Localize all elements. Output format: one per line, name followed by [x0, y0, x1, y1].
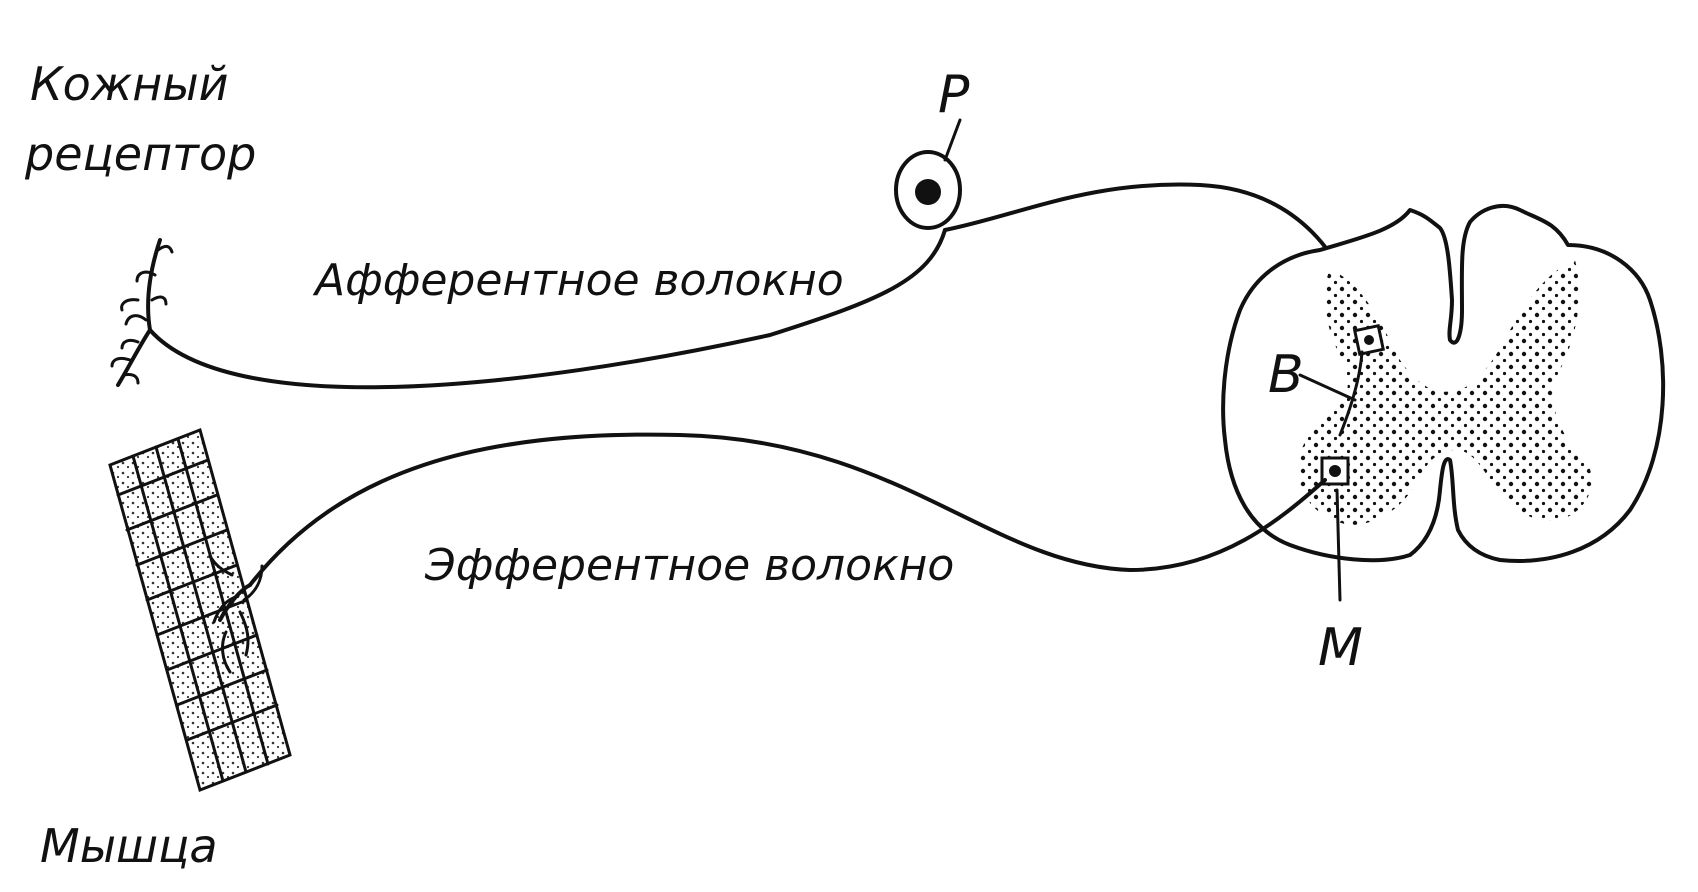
afferent-fiber-label: Афферентное волокно — [312, 255, 844, 306]
skin-receptor-label-line2: рецептор — [24, 127, 256, 181]
interneuron-letter: В — [1268, 345, 1304, 405]
sensory-neuron-letter: Р — [938, 65, 970, 125]
motor-neuron-letter: М — [1318, 618, 1363, 678]
skin-receptor — [112, 240, 172, 385]
muscle-label: Мышца — [40, 819, 218, 873]
efferent-fiber-label: Эфферентное волокно — [424, 540, 954, 591]
muscle — [110, 430, 290, 790]
afferent-fiber-line — [150, 230, 945, 387]
skin-receptor-label-line1: Кожный — [30, 57, 229, 111]
sensory-neuron-body — [896, 120, 960, 228]
